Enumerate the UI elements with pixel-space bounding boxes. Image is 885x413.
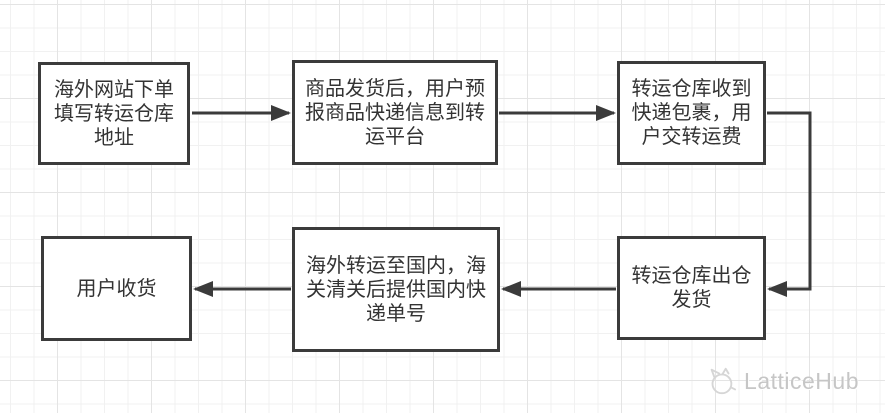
- node-warehouse-ship: 转运仓库出仓 发货: [617, 236, 766, 340]
- node-forecast-parcel: 商品发货后，用户预 报商品快递信息到转 运平台: [292, 60, 498, 165]
- node-label-customs-clearance: 海外转运至国内，海 关清关后提供国内快 递单号: [306, 254, 486, 325]
- latticehub-logo-icon: [710, 367, 737, 395]
- watermark: LatticeHub: [705, 365, 859, 397]
- watermark-label: LatticeHub: [744, 367, 859, 394]
- node-label-user-receive: 用户收货: [76, 277, 157, 300]
- node-label-warehouse-ship: 转运仓库出仓 发货: [631, 265, 752, 311]
- node-label-warehouse-receive: 转运仓库收到 快递包裹，用 户交转运费: [631, 78, 752, 148]
- node-user-receive: 用户收货: [41, 236, 192, 341]
- node-label-overseas-order: 海外网站下单 填写转运仓库 地址: [54, 78, 174, 149]
- edge-receive-to-ship: [767, 111, 812, 297]
- node-overseas-order: 海外网站下单 填写转运仓库 地址: [38, 62, 190, 165]
- node-warehouse-receive: 转运仓库收到 快递包裹，用 户交转运费: [617, 61, 766, 165]
- node-customs-clearance: 海外转运至国内，海 关清关后提供国内快 递单号: [292, 227, 500, 352]
- node-label-forecast-parcel: 商品发货后，用户预 报商品快递信息到转 运平台: [305, 77, 485, 148]
